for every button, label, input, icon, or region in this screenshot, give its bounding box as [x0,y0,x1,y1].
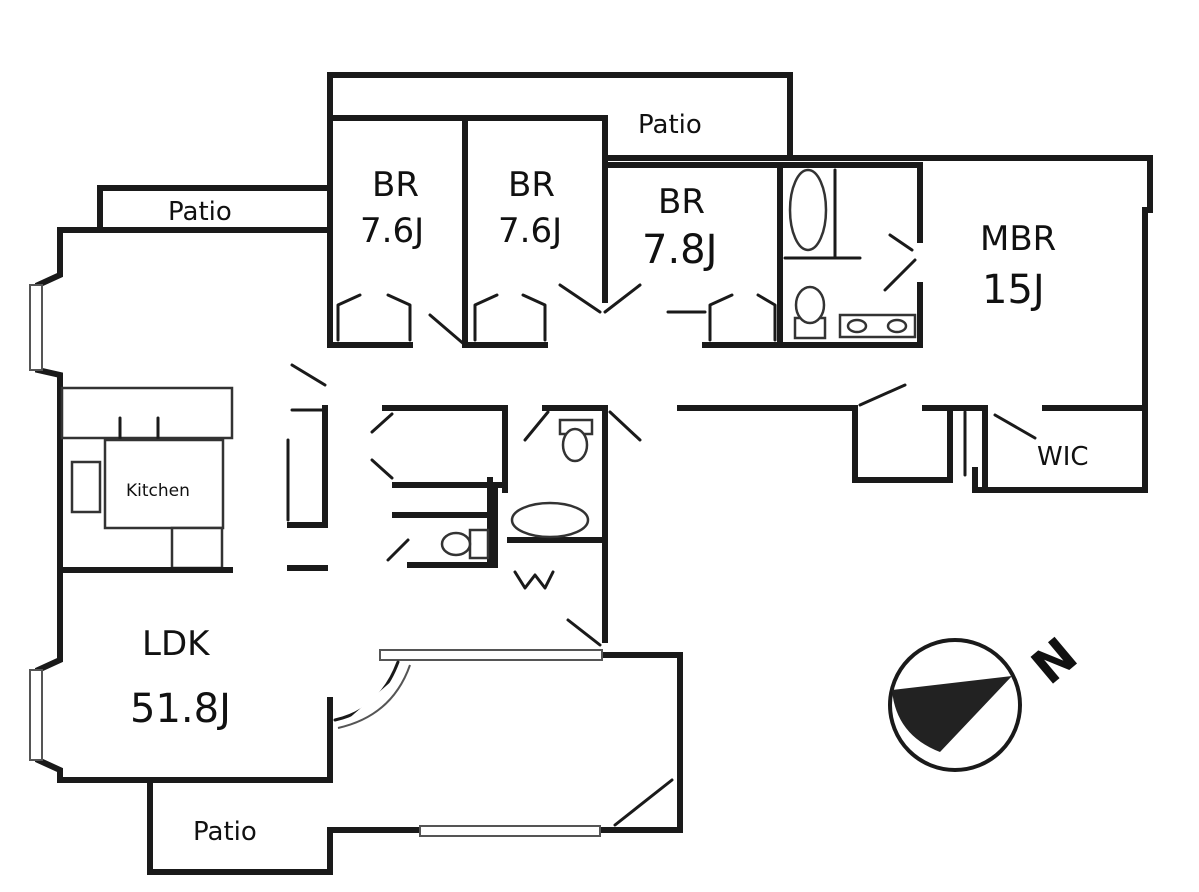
bedroom-walls [327,115,783,348]
room-labels: Patio Patio Patio BR 7.6J BR 7.6J BR 7.8… [126,110,1089,847]
br3-name-label: BR [658,182,705,222]
compass-north-label: N [1021,627,1088,696]
outer-walls [35,72,1153,875]
patio-top-label: Patio [638,110,702,140]
patio-left-label: Patio [168,197,232,227]
compass: N [888,627,1088,772]
patio-bottom-label: Patio [193,817,257,847]
central-bath [370,405,642,647]
mbr-bath [677,162,1148,493]
mbr-name-label: MBR [980,219,1056,259]
br2-name-label: BR [508,165,555,205]
mbr-size-label: 15J [982,267,1045,313]
ldk-size-label: 51.8J [130,686,231,732]
ldk-name-label: LDK [142,624,211,664]
wic-label: WIC [1037,442,1089,472]
kitchen-label: Kitchen [126,481,190,501]
ldk-openings [29,284,674,837]
br1-size-label: 7.6J [360,211,424,251]
kitchen-area [59,363,328,573]
br2-size-label: 7.6J [498,211,562,251]
br3-size-label: 7.8J [642,227,717,273]
br1-name-label: BR [372,165,419,205]
compass-needle-icon [892,676,1012,752]
